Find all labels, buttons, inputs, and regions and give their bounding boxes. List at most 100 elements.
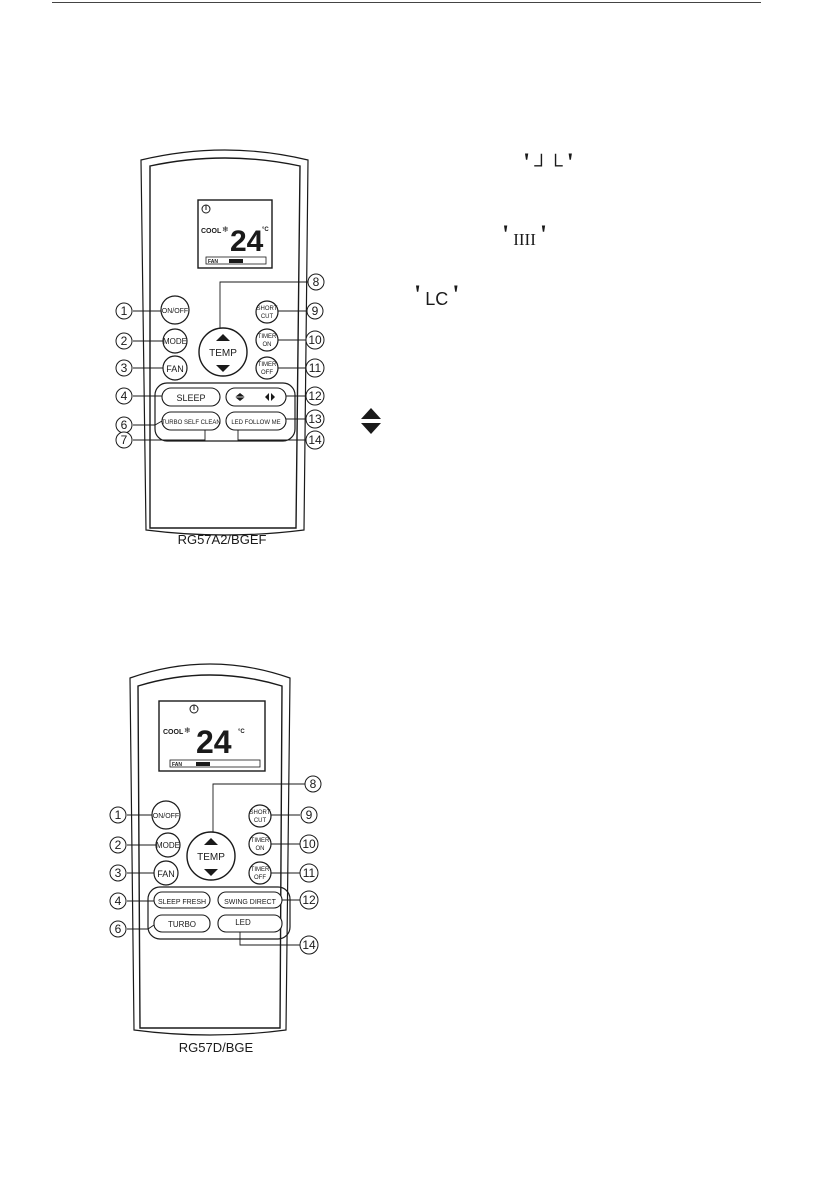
svg-text:1: 1: [115, 808, 122, 822]
remote-2-fan-button[interactable]: FAN: [153, 860, 179, 886]
svg-text:ON: ON: [263, 342, 272, 348]
remote-2-lcd-fan-bar: [196, 762, 210, 766]
svg-text:ON/OFF: ON/OFF: [153, 813, 179, 820]
svg-text:9: 9: [306, 808, 313, 822]
callout-6: 6: [109, 920, 127, 938]
remote-2-swing-direct-button[interactable]: SWING DIRECT: [217, 891, 283, 909]
svg-text:TIMER: TIMER: [251, 838, 270, 844]
remote-2-lcd-mode: COOL: [163, 729, 184, 736]
svg-text:FAN: FAN: [157, 869, 175, 879]
svg-text:ON/OFF: ON/OFF: [162, 308, 188, 315]
svg-text:13: 13: [308, 412, 322, 426]
svg-text:2: 2: [115, 838, 122, 852]
svg-text:3: 3: [115, 866, 122, 880]
callout-2: 2: [109, 836, 127, 854]
remote-2-led-button[interactable]: LED: [217, 914, 283, 933]
remote-1-mode-button[interactable]: MODE: [162, 328, 188, 354]
callout-10: 10: [305, 330, 325, 350]
svg-text:OFF: OFF: [254, 875, 266, 881]
svg-text:12: 12: [302, 893, 316, 907]
callout-11: 11: [299, 863, 319, 883]
callout-3: 3: [109, 864, 127, 882]
temp-up-down-icon: [361, 408, 381, 434]
callout-14: 14: [299, 935, 319, 955]
callout-4: 4: [109, 892, 127, 910]
remote-2-body: [137, 674, 283, 1029]
callout-12: 12: [299, 890, 319, 910]
remote-1: COOL ❄ 24 °C FAN ON/OFF MODE FAN TEMP: [115, 149, 325, 547]
remote-2-timer-off-button[interactable]: TIMER OFF: [248, 861, 272, 885]
svg-text:CUT: CUT: [261, 314, 274, 320]
remote-2-button-cluster: [147, 886, 291, 940]
remote-2-lcd-fan: FAN: [172, 762, 182, 768]
callout-12: 12: [305, 386, 325, 406]
remote-1-short-cut-button[interactable]: SHORT CUT: [255, 300, 279, 324]
svg-text:10: 10: [308, 333, 322, 347]
svg-text:SHORT: SHORT: [250, 810, 271, 816]
remote-2-outline: [129, 663, 291, 1036]
callout-2: 2: [115, 332, 133, 350]
svg-text:FAN: FAN: [166, 364, 184, 374]
callout-11: 11: [305, 358, 325, 378]
svg-text:12: 12: [308, 389, 322, 403]
remote-1-timer-off-button[interactable]: TIMER OFF: [255, 356, 279, 380]
svg-text:LED FOLLOW ME: LED FOLLOW ME: [231, 420, 280, 426]
remote-1-body: [149, 157, 301, 529]
svg-text:TIMER: TIMER: [258, 334, 277, 340]
remote-1-model-label: RG57A2/BGEF: [178, 532, 267, 547]
remote-1-timer-on-button[interactable]: TIMER ON: [255, 328, 279, 352]
svg-text:6: 6: [121, 418, 128, 432]
callout-1: 1: [115, 302, 133, 320]
remote-1-temp-button[interactable]: TEMP: [198, 327, 248, 377]
callout-4: 4: [115, 387, 133, 405]
svg-text:CUT: CUT: [254, 818, 267, 824]
remote-2-lcd: [158, 700, 266, 772]
svg-text:LED: LED: [235, 918, 251, 927]
callout-9: 9: [306, 302, 324, 320]
svg-text:ON: ON: [256, 846, 265, 852]
remote-2-snowflake-icon: ❄: [184, 726, 191, 735]
svg-text:SHORT: SHORT: [257, 306, 278, 312]
svg-text:SWING DIRECT: SWING DIRECT: [224, 899, 276, 906]
symbol-defrost: ' ┘└ ': [523, 148, 574, 177]
svg-text:8: 8: [313, 275, 320, 289]
remote-1-lcd-fan: FAN: [208, 259, 218, 265]
callout-6: 6: [115, 416, 133, 434]
remote-1-lcd-fan-box: [205, 256, 267, 265]
remote-2-short-cut-button[interactable]: SHORT CUT: [248, 804, 272, 828]
remote-2-power-icon: [189, 704, 199, 714]
remote-1-power-icon: [201, 204, 211, 214]
remote-2-on-off-button[interactable]: ON/OFF: [151, 800, 181, 830]
remote-1-button-cluster: [154, 382, 296, 442]
remote-1-on-off-button[interactable]: ON/OFF: [160, 295, 190, 325]
remote-1-lcd-temp: 24: [230, 225, 264, 258]
remote-1-swing-button[interactable]: [225, 387, 287, 407]
remote-1-outline: [140, 149, 309, 536]
remote-2-lcd-unit: °C: [238, 729, 245, 735]
remote-1-turbo-self-clean-button[interactable]: TURBO SELF CLEAN: [161, 411, 221, 431]
callout-8: 8: [307, 273, 325, 291]
remote-2-callouts: 1 2 3 4 6 8 9 10 11 12 14: [109, 775, 322, 955]
symbol-bars: ' IIII ': [502, 220, 548, 249]
callout-3: 3: [115, 359, 133, 377]
svg-text:2: 2: [121, 334, 128, 348]
callout-1: 1: [109, 806, 127, 824]
remote-1-sleep-button[interactable]: SLEEP: [161, 387, 221, 407]
callout-7: 7: [115, 431, 133, 449]
remote-2-sleep-fresh-button[interactable]: SLEEP FRESH: [153, 891, 211, 909]
remote-1-fan-button[interactable]: FAN: [162, 355, 188, 381]
svg-text:3: 3: [121, 361, 128, 375]
remote-1-led-follow-me-button[interactable]: LED FOLLOW ME: [225, 411, 287, 431]
remote-2-turbo-button[interactable]: TURBO: [153, 914, 211, 933]
remote-1-snowflake-icon: ❄: [222, 225, 229, 234]
svg-text:11: 11: [303, 866, 316, 880]
remote-1-callouts: 1 2 3 4 6 7 8 9 10 11 12 13 14: [115, 273, 325, 450]
remote-2-temp-button[interactable]: TEMP: [186, 831, 236, 881]
callout-10: 10: [299, 834, 319, 854]
svg-text:11: 11: [309, 361, 322, 375]
remote-1-lcd-mode: COOL: [201, 228, 222, 235]
svg-text:TURBO: TURBO: [168, 920, 196, 929]
remote-2-mode-button[interactable]: MODE: [155, 832, 181, 858]
remote-2-timer-on-button[interactable]: TIMER ON: [248, 832, 272, 856]
